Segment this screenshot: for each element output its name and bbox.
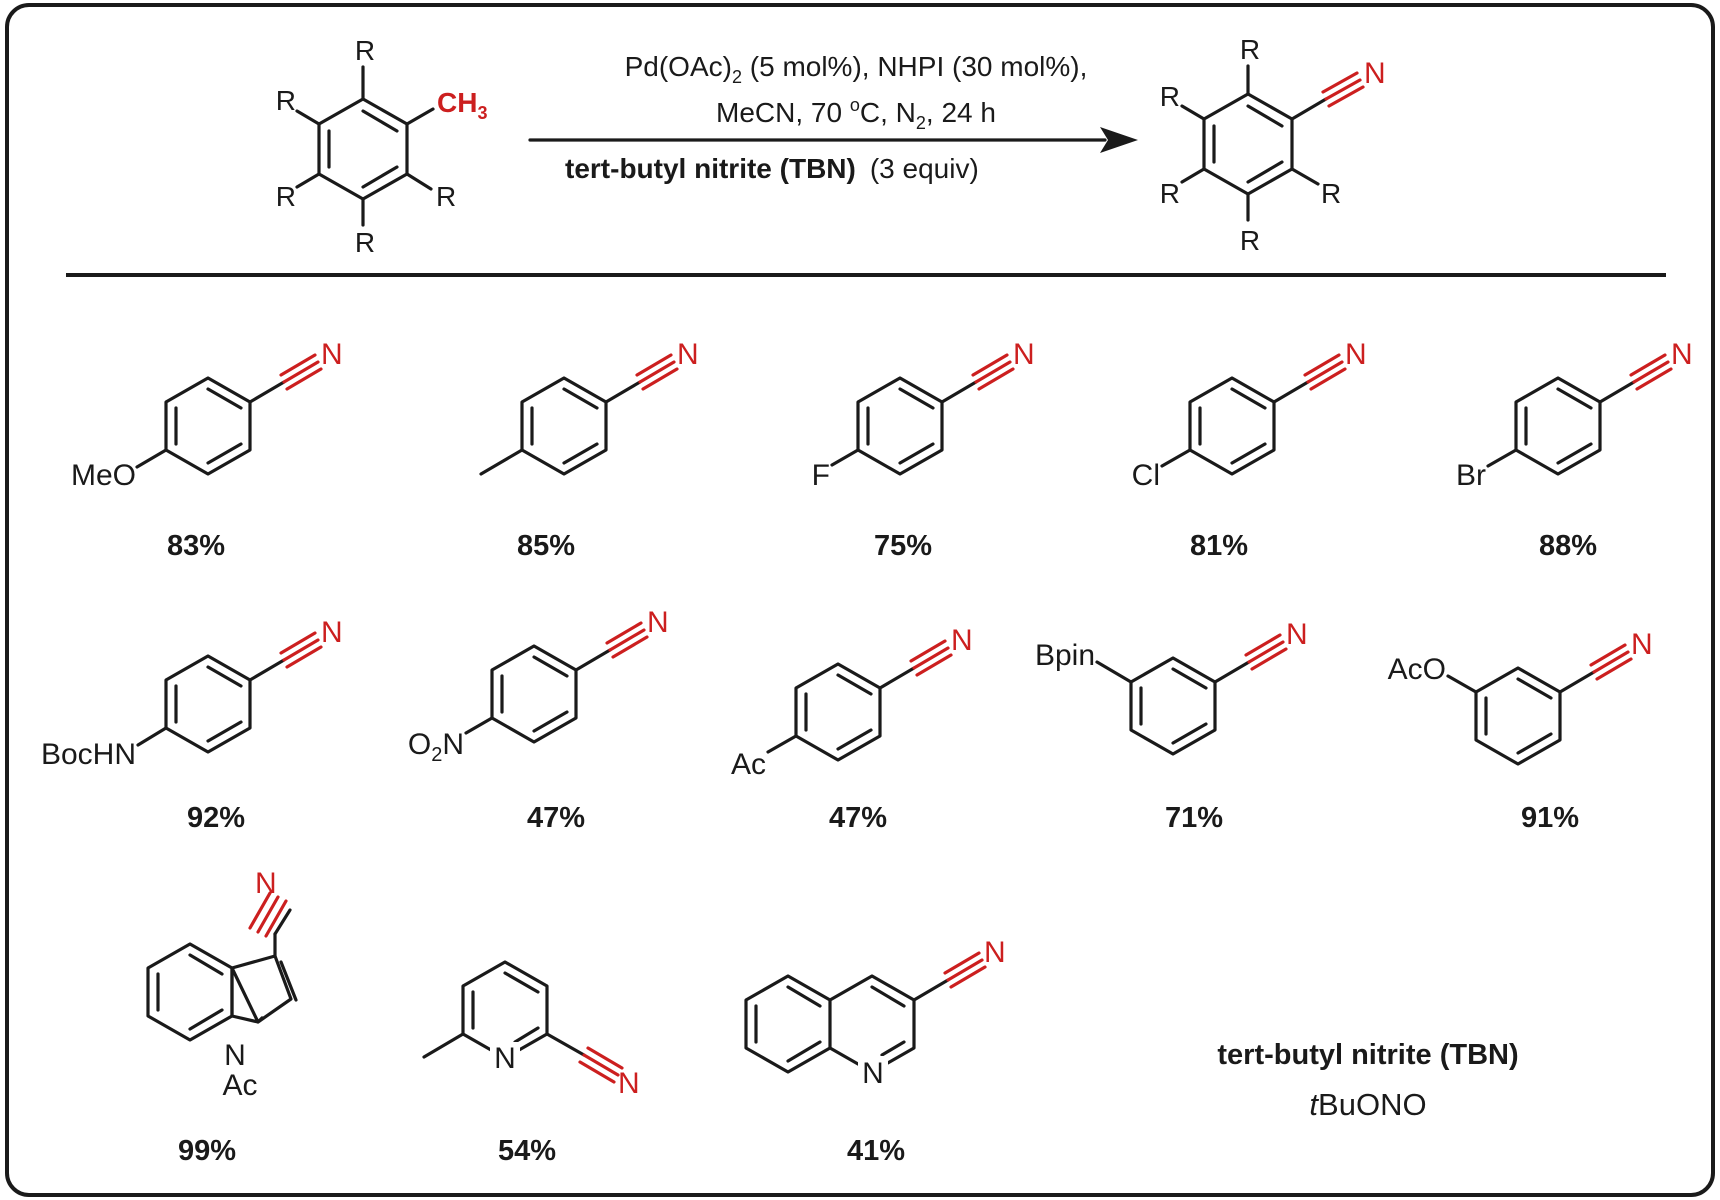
product-4-chlorobenzonitrile: N Cl [1132, 338, 1367, 492]
yield-label: 47% [829, 802, 887, 834]
product-4-nitrobenzonitrile: N O2N [408, 606, 669, 766]
r-group-label: R [1160, 178, 1180, 209]
scheme-frame [5, 3, 1715, 1197]
nitrile-n-label: N [984, 936, 1006, 969]
nitrile-n-label: N [1345, 338, 1367, 371]
yield-label: 75% [874, 530, 932, 562]
quinoline-ring [744, 974, 916, 1074]
yield-label: 99% [178, 1135, 236, 1167]
r-group-label: R [276, 181, 296, 212]
nitrile-n-label: N [255, 867, 277, 900]
yield-label: 85% [517, 530, 575, 562]
substituent-label: Ac [731, 748, 766, 781]
indole-pyrrole-ring [230, 954, 293, 1024]
nitrile-n-label: N [647, 606, 669, 639]
yield-label: 71% [1165, 802, 1223, 834]
yield-label: 54% [498, 1135, 556, 1167]
ring-nitrogen-label: N [224, 1039, 246, 1072]
product-4-fluorobenzonitrile: N F [812, 338, 1035, 492]
nitrile-n-label: N [1364, 57, 1386, 90]
product-4-bromobenzonitrile: N Br [1456, 338, 1693, 492]
substituent-label: Br [1456, 459, 1486, 492]
product-4-acetylbenzonitrile: N Ac [731, 624, 973, 781]
product-benzonitrile-general: N R R R R R [1160, 34, 1386, 256]
product-6-methylpicolinonitrile: N N [422, 960, 640, 1100]
reaction-arrow [528, 127, 1138, 153]
r-group-label: R [1240, 34, 1260, 65]
substituent-label: O2N [408, 728, 464, 766]
r-group-label: R [1160, 81, 1180, 112]
yield-label: 83% [167, 530, 225, 562]
substituent-label: BocHN [41, 738, 136, 771]
yield-label: 92% [187, 802, 245, 834]
ring-nitrogen-label: N [862, 1057, 884, 1090]
ring-nitrogen-label: N [494, 1042, 516, 1075]
r-group-label: R [436, 181, 456, 212]
product-n-acetyl-indole-3-carbonitrile: N N Ac [146, 867, 298, 1102]
condition-reagent: tert-butyl nitrite (TBN)(3 equiv) [565, 153, 979, 184]
reagent-name: tert-butyl nitrite (TBN) [1217, 1039, 1518, 1071]
substituent-label: Bpin [1035, 639, 1095, 672]
product-3-acetoxybenzonitrile: N AcO [1388, 628, 1653, 766]
r-group-label: R [355, 227, 375, 258]
product-4-methylbenzonitrile: N [479, 338, 699, 476]
yield-label: 88% [1539, 530, 1597, 562]
starting-material-toluene: R R R R R CH3 [276, 35, 488, 258]
yield-label: 81% [1190, 530, 1248, 562]
r-group-label: R [1240, 225, 1260, 256]
substituent-label: Cl [1132, 459, 1160, 492]
yield-label: 91% [1521, 802, 1579, 834]
substituent-label: AcO [1388, 653, 1446, 686]
methyl-label: CH3 [437, 87, 487, 123]
n-substituent-label: Ac [222, 1069, 257, 1102]
product-3-bpin-benzonitrile: N Bpin [1035, 618, 1308, 756]
nitrile-n-label: N [321, 616, 343, 649]
nitrile-n-label: N [1671, 338, 1693, 371]
condition-solvent-temperature: MeCN, 70 oC, N2, 24 h [716, 95, 996, 133]
yield-label: 47% [527, 802, 585, 834]
nitrile-n-label: N [321, 338, 343, 371]
nitrile-n-label: N [677, 338, 699, 371]
r-group-label: R [355, 35, 375, 66]
nitrile-n-label: N [951, 624, 973, 657]
nitrile-n-label: N [618, 1067, 640, 1100]
condition-catalyst: Pd(OAc)2 (5 mol%), NHPI (30 mol%), [625, 51, 1088, 87]
nitrile-n-label: N [1631, 628, 1653, 661]
reagent-formula: tBuONO [1309, 1087, 1426, 1122]
product-quinoline-3-carbonitrile: N N [744, 936, 1006, 1090]
yield-label: 41% [847, 1135, 905, 1167]
substituent-label: MeO [71, 459, 136, 492]
substituent-label: F [812, 459, 830, 492]
nitrile-n-label: N [1286, 618, 1308, 651]
product-4-bochn-benzonitrile: N BocHN [41, 616, 343, 771]
r-group-label: R [276, 85, 296, 116]
r-group-label: R [1321, 178, 1341, 209]
nitrile-n-label: N [1013, 338, 1035, 371]
product-4-methoxybenzonitrile: N MeO [71, 338, 343, 492]
